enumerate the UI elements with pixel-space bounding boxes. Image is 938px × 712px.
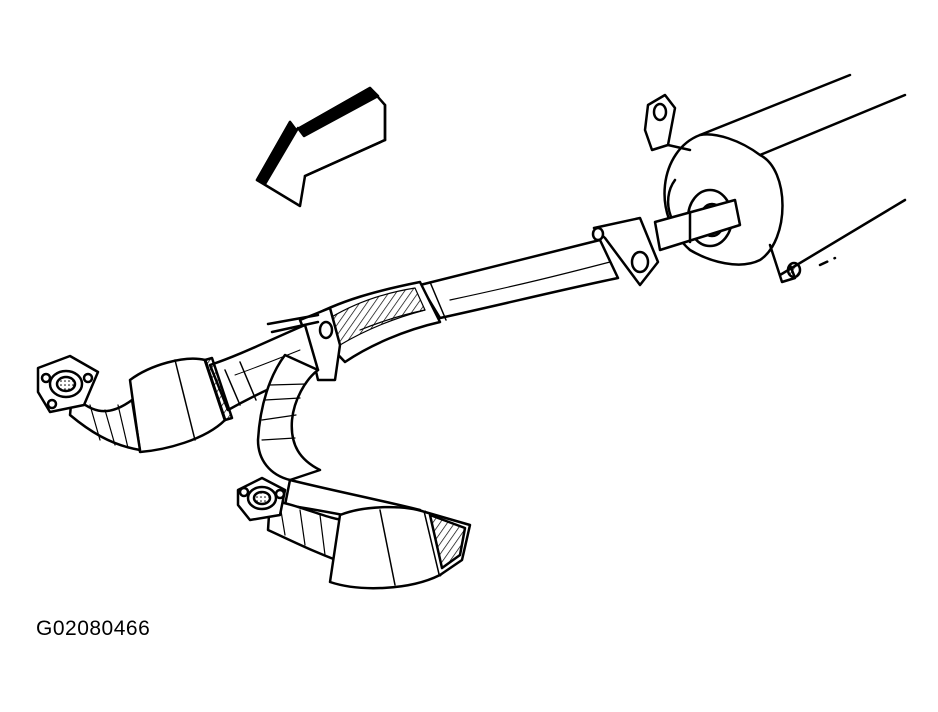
catalytic-converter-right bbox=[328, 505, 472, 590]
front-pipe-left-inlet bbox=[68, 393, 142, 452]
front-pipe-left bbox=[208, 323, 320, 412]
left-manifold-flange bbox=[36, 354, 100, 414]
junction-bracket bbox=[266, 306, 342, 382]
catalytic-converter-left bbox=[128, 356, 234, 454]
right-manifold-flange bbox=[236, 476, 287, 522]
muffler-hanger-bracket bbox=[643, 93, 802, 284]
front-direction-arrow-icon bbox=[255, 86, 387, 208]
intermediate-pipe-rear bbox=[653, 198, 742, 252]
intermediate-pipe bbox=[418, 238, 620, 324]
figure-id-label: G02080466 bbox=[36, 617, 151, 640]
rear-pipe-flange bbox=[591, 216, 660, 287]
muffler bbox=[663, 73, 907, 277]
